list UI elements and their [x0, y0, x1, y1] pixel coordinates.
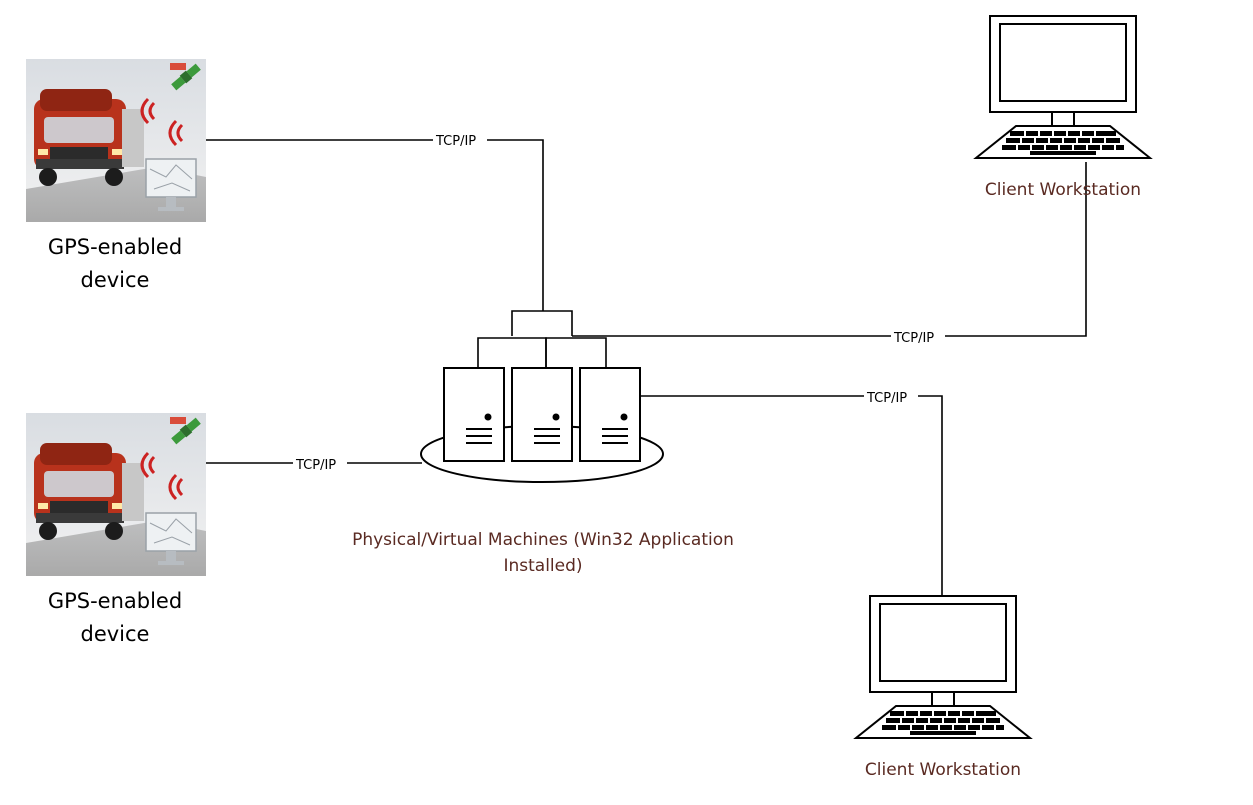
server-cluster: Physical/Virtual Machines (Win32 Applica… [352, 368, 734, 576]
tcp-label-gps-bottom: TCP/IP [293, 455, 347, 473]
computer-workstation-icon [976, 16, 1150, 158]
gps-device-label: GPS-enabled [48, 589, 182, 613]
gps-device-bottom: GPS-enabled device [26, 413, 206, 646]
server-cluster-label: Installed) [503, 556, 582, 576]
server-icon [580, 368, 640, 461]
tcp-label-text: TCP/IP [295, 458, 336, 473]
gps-device-top: GPS-enabled device [26, 59, 206, 292]
gps-device-label: device [81, 268, 150, 292]
tcp-label-text: TCP/IP [866, 391, 907, 406]
server-tree-left [478, 338, 546, 368]
tcp-label-workstation-bottom: TCP/IP [864, 388, 918, 406]
gps-device-label: device [81, 622, 150, 646]
link-gps-top-servers [205, 140, 543, 311]
server-tree-top [512, 311, 572, 336]
workstation-top: Client Workstation [976, 16, 1150, 200]
tcp-label-workstation-top: TCP/IP [891, 328, 945, 346]
gps-device-label: GPS-enabled [48, 235, 182, 259]
computer-workstation-icon [856, 596, 1030, 738]
server-tree-right [546, 338, 606, 368]
server-icon [512, 368, 572, 461]
tcp-label-gps-top: TCP/IP [433, 131, 487, 149]
workstation-bottom: Client Workstation [856, 596, 1030, 780]
server-icon [444, 368, 504, 461]
connection-lines [205, 140, 1086, 596]
workstation-label: Client Workstation [985, 180, 1141, 200]
tcp-label-text: TCP/IP [893, 331, 934, 346]
server-cluster-label: Physical/Virtual Machines (Win32 Applica… [352, 530, 734, 550]
gps-truck-icon [26, 413, 206, 576]
workstation-label: Client Workstation [865, 760, 1021, 780]
gps-truck-icon [26, 59, 206, 222]
link-servers-workstation-bottom [640, 396, 942, 596]
tcp-label-text: TCP/IP [435, 134, 476, 149]
